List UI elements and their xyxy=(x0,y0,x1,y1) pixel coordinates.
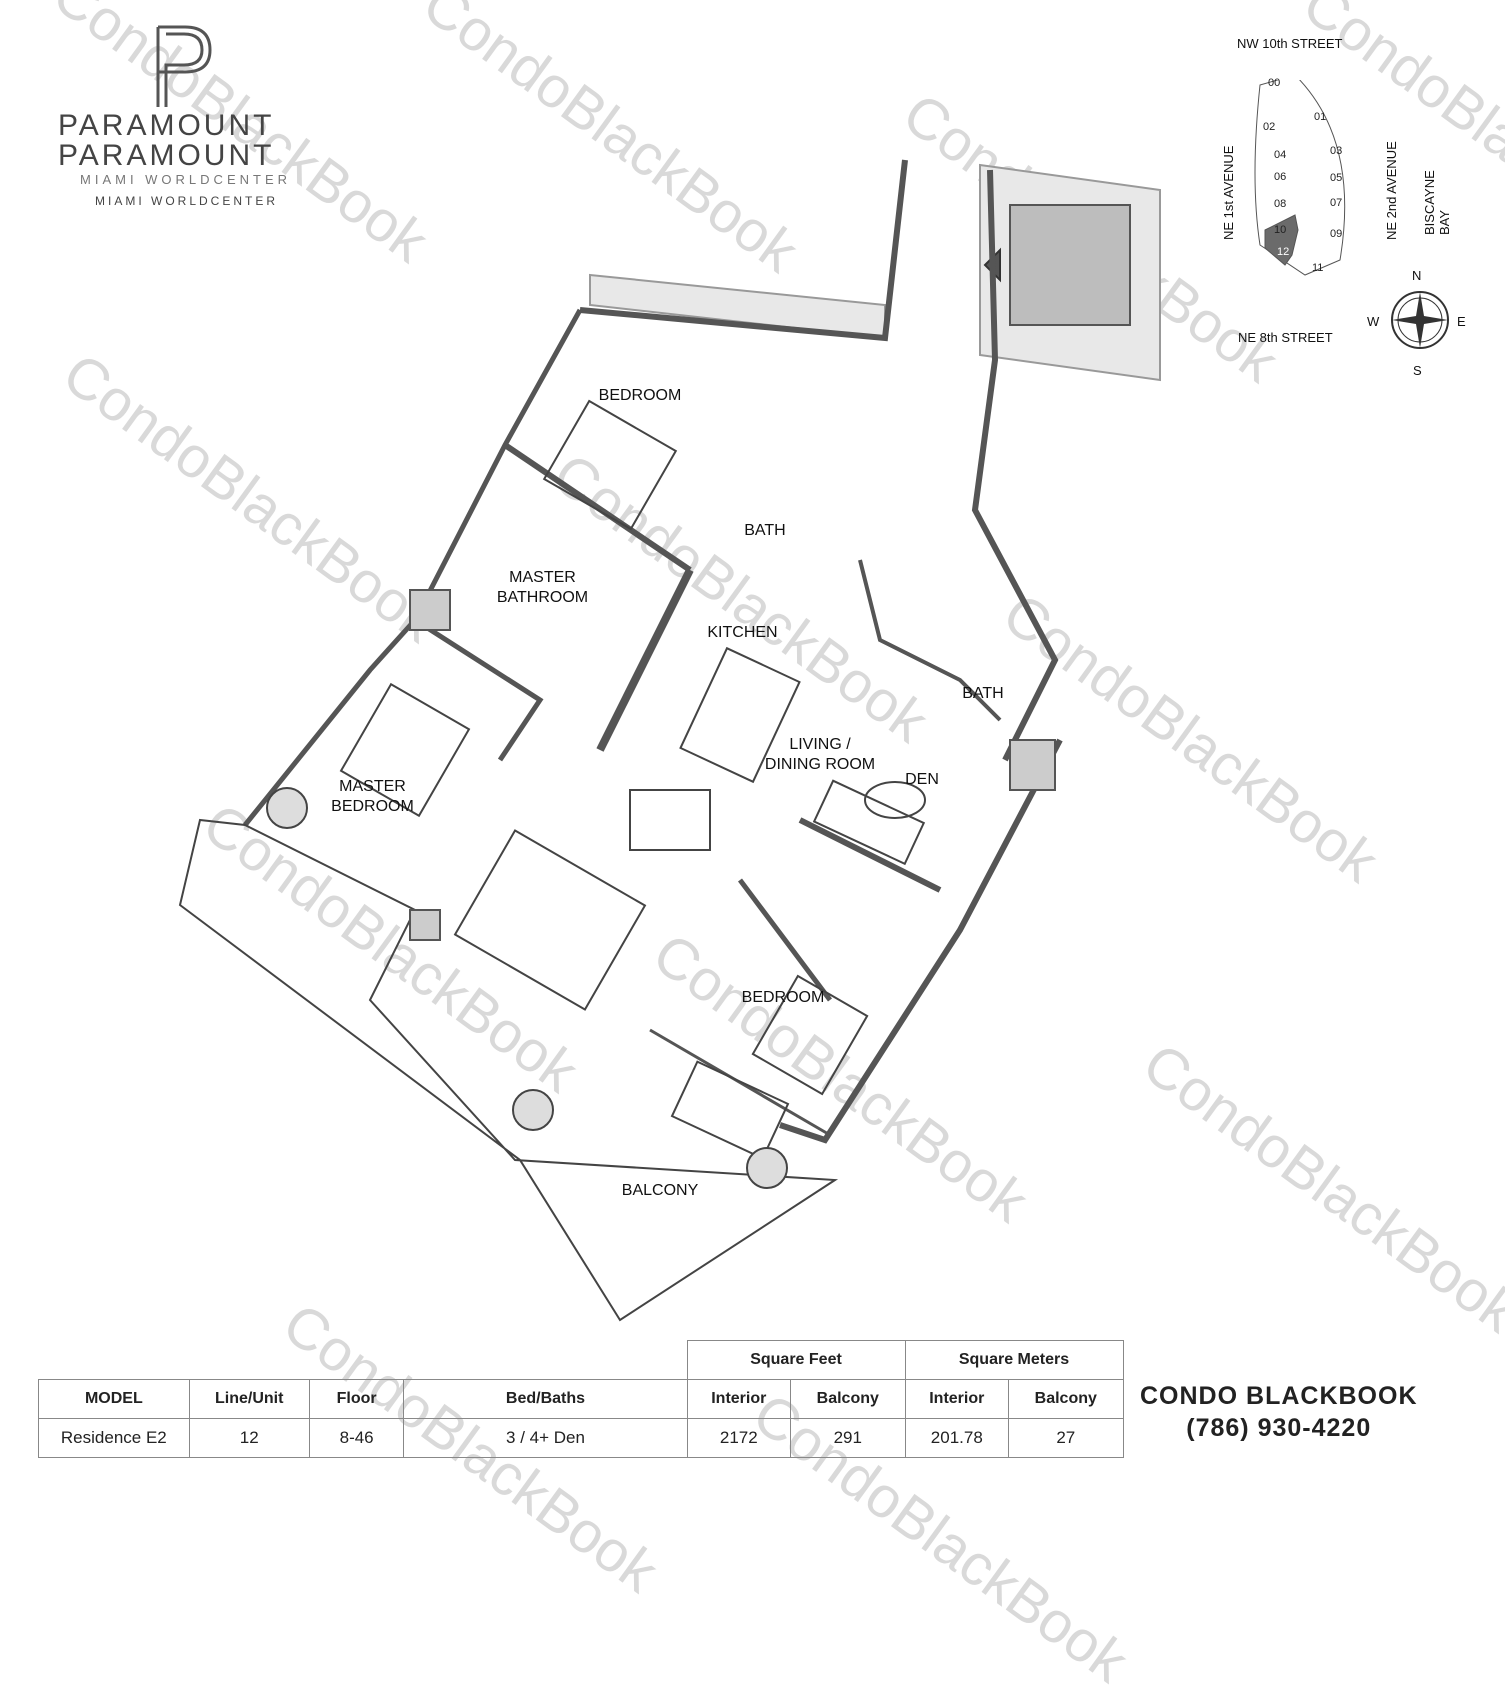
cell-balcony-sqm: 27 xyxy=(1008,1418,1124,1458)
unit-label: 07 xyxy=(1330,197,1343,209)
logo-overlay: MIAMI WORLDCENTER xyxy=(80,172,291,187)
phone-number[interactable]: (786) 930-4220 xyxy=(1186,1414,1372,1442)
unit-label: 05 xyxy=(1330,172,1343,184)
street-north: NW 10th STREET xyxy=(1237,36,1343,51)
room-label-bath: BATH xyxy=(744,522,786,539)
condo-blackbook-contact: CONDO BLACKBOOK (786) 930-4220 xyxy=(1140,1380,1418,1444)
balcony-outline xyxy=(178,818,839,1322)
avenue-west: NE 1st AVENUE xyxy=(1221,145,1236,240)
unit-label: 06 xyxy=(1274,171,1287,183)
unit-label: 02 xyxy=(1263,121,1276,133)
room-label-bedroom: BEDROOM xyxy=(598,387,682,404)
header-interior-sqm: Interior xyxy=(904,1379,1010,1419)
compass-rose-icon xyxy=(1391,291,1449,349)
cell-floor: 8-46 xyxy=(308,1418,405,1458)
room-label-bath: BATH xyxy=(962,685,1004,702)
room-label-master-bedroom: MASTER BEDROOM xyxy=(331,778,414,815)
avenue-east: NE 2nd AVENUE xyxy=(1384,141,1399,240)
room-label-master-bathroom: MASTER BATHROOM xyxy=(496,569,589,606)
wall xyxy=(779,738,1063,1144)
unit-label: 01 xyxy=(1314,111,1327,123)
elevator xyxy=(1009,204,1131,326)
cell-model: Residence E2 xyxy=(38,1418,190,1458)
header-balcony-sqft: Balcony xyxy=(790,1379,906,1419)
header-bed-baths: Bed/Baths xyxy=(403,1379,688,1419)
header-balcony-sqm: Balcony xyxy=(1008,1379,1124,1419)
unit-spec-table: Square Feet Square Meters MODEL Line/Uni… xyxy=(38,1340,1124,1458)
room-label-living-dining: LIVING / DINING ROOM xyxy=(764,736,876,773)
header-model: MODEL xyxy=(38,1379,190,1419)
table-row: Residence E2 12 8-46 3 / 4+ Den 2172 291… xyxy=(38,1418,1124,1458)
room-label-kitchen: KITCHEN xyxy=(707,624,778,641)
bay-label: BISCAYNE BAY xyxy=(1422,170,1452,235)
compass-w: W xyxy=(1367,314,1380,329)
logo-line2: PARAMOUNT xyxy=(58,139,275,172)
brand-light: CONDO xyxy=(1140,1382,1239,1410)
room-label-balcony: BALCONY xyxy=(621,1182,699,1199)
header-interior-sqft: Interior xyxy=(686,1379,792,1419)
logo-tagline: MIAMI WORLDCENTER xyxy=(95,194,278,208)
header-floor: Floor xyxy=(308,1379,405,1419)
compass-e: E xyxy=(1457,314,1466,329)
wall xyxy=(971,169,1059,762)
street-south: NE 8th STREET xyxy=(1238,330,1333,345)
cell-bed-baths: 3 / 4+ Den xyxy=(403,1418,688,1458)
compass-s: S xyxy=(1413,363,1422,378)
cell-interior-sqft: 2172 xyxy=(686,1418,792,1458)
header-square-meters: Square Meters xyxy=(904,1340,1124,1380)
floor-plan xyxy=(178,159,1161,1322)
logo-line1: PARAMOUNT xyxy=(58,109,275,142)
building-keyplan xyxy=(1254,80,1346,276)
unit-label: 10 xyxy=(1274,224,1287,236)
cell-interior-sqm: 201.78 xyxy=(904,1418,1010,1458)
unit-label: 09 xyxy=(1330,228,1343,240)
unit-label: 11 xyxy=(1312,262,1324,274)
cell-line-unit: 12 xyxy=(188,1418,310,1458)
compass-n: N xyxy=(1412,268,1422,283)
unit-label-highlighted: 12 xyxy=(1277,246,1290,258)
unit-label: 08 xyxy=(1274,198,1287,210)
wall xyxy=(579,159,908,342)
header-line-unit: Line/Unit xyxy=(188,1379,310,1419)
unit-label: 03 xyxy=(1330,145,1343,157)
unit-label: 04 xyxy=(1274,149,1287,161)
exterior-ledge xyxy=(589,273,886,340)
unit-label: 00 xyxy=(1268,77,1281,89)
room-label-bedroom: BEDROOM xyxy=(741,989,825,1006)
brand-bold: BLACKBOOK xyxy=(1246,1382,1418,1410)
room-label-den: DEN xyxy=(905,771,939,788)
header-square-feet: Square Feet xyxy=(686,1340,906,1380)
monogram-icon xyxy=(156,25,212,107)
cell-balcony-sqft: 291 xyxy=(790,1418,906,1458)
